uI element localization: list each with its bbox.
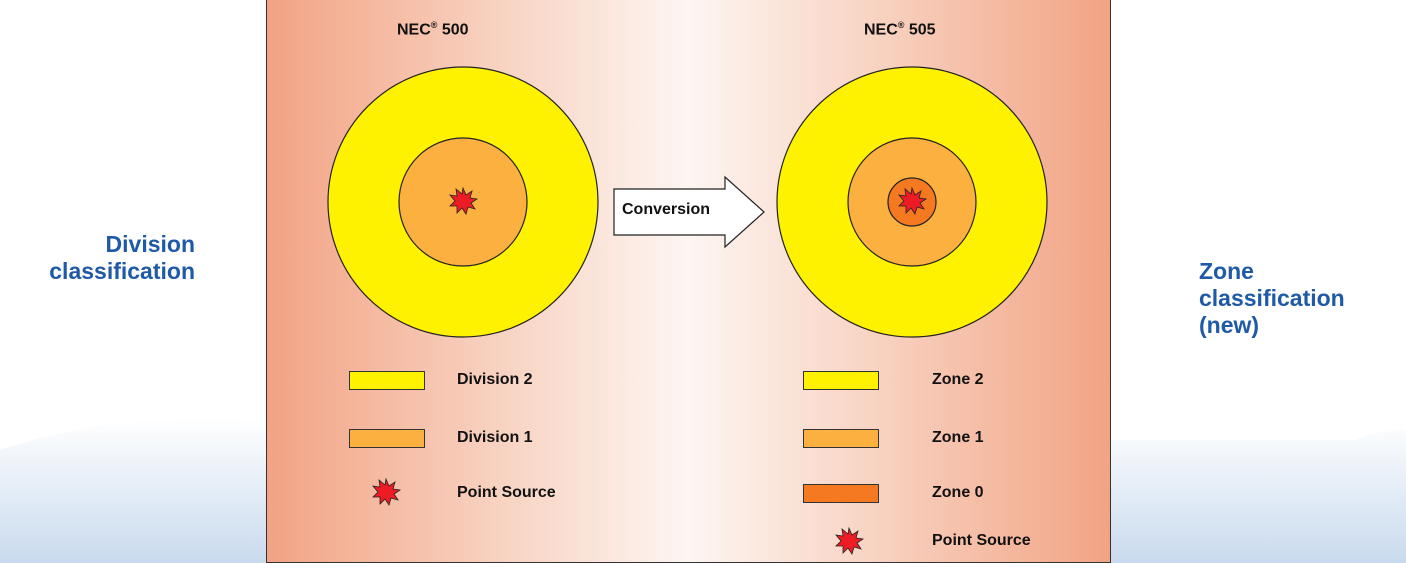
conversion-arrow [613, 175, 765, 249]
legend-label-point-source-right: Point Source [932, 532, 1031, 549]
legend-point-source-icon-right [835, 527, 864, 555]
legend-label-division1: Division 1 [457, 429, 533, 446]
legend-swatch-zone0 [803, 484, 879, 503]
left-label-line2: classification [49, 258, 195, 284]
left-label-line1: Division [105, 231, 195, 257]
legend-label-zone2: Zone 2 [932, 371, 984, 388]
legend-swatch-zone1 [803, 429, 879, 448]
diagram-graphics [327, 66, 1048, 555]
zone-classification-label: Zone classification (new) [1199, 258, 1399, 339]
division-classification-label: Division classification [0, 231, 195, 285]
legend-label-zone1: Zone 1 [932, 429, 984, 446]
legend-label-point-source-left: Point Source [457, 484, 556, 501]
conversion-label: Conversion [622, 201, 711, 218]
comparison-panel: NEC® 500 NEC® 505 Conversion Division 2 … [266, 0, 1111, 563]
nec505-heading: NEC® 505 [864, 20, 936, 39]
legend-label-zone0: Zone 0 [932, 484, 984, 501]
legend-swatch-division2 [349, 371, 425, 390]
nec500-heading: NEC® 500 [397, 20, 469, 39]
legend-point-source-icon-left [372, 478, 401, 506]
legend-label-division2: Division 2 [457, 371, 533, 388]
legend-swatch-zone2 [803, 371, 879, 390]
right-label-line1: Zone [1199, 258, 1254, 284]
right-label-line3: (new) [1199, 312, 1260, 338]
legend-swatch-division1 [349, 429, 425, 448]
right-label-line2: classification [1199, 285, 1345, 311]
